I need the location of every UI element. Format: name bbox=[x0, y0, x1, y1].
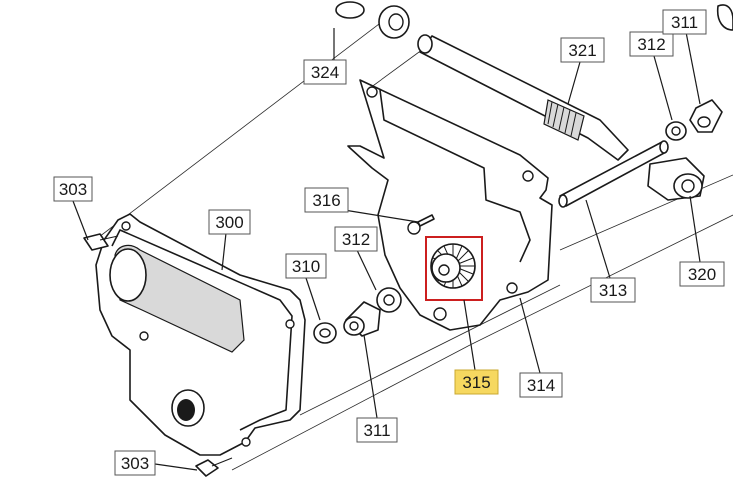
selected-part-frame bbox=[425, 236, 483, 301]
part-314-mounting-plate bbox=[347, 79, 553, 331]
part-320-flange-bushing bbox=[647, 157, 705, 201]
callout-313: 313 bbox=[590, 277, 636, 303]
part-313-pin bbox=[558, 140, 669, 208]
callout-312-left: 312 bbox=[334, 226, 378, 252]
part-303-screw-top bbox=[83, 233, 119, 251]
svg-text:303: 303 bbox=[121, 454, 149, 473]
part-316-small-pin bbox=[417, 214, 435, 227]
part-324-washer bbox=[335, 1, 410, 39]
part-311-bushing-left bbox=[343, 301, 381, 337]
callout-324: 324 bbox=[303, 59, 347, 85]
svg-text:316: 316 bbox=[312, 191, 340, 210]
callout-321: 321 bbox=[560, 37, 605, 63]
callout-311-right: 311 bbox=[662, 9, 707, 35]
part-310-washer bbox=[313, 322, 337, 344]
svg-text:312: 312 bbox=[342, 230, 370, 249]
svg-text:314: 314 bbox=[527, 376, 555, 395]
callout-314: 314 bbox=[519, 372, 563, 398]
callout-300: 300 bbox=[208, 209, 251, 235]
callout-303-bottom: 303 bbox=[114, 450, 156, 476]
part-303-screw-bottom bbox=[195, 457, 233, 477]
callout-315: 315 bbox=[454, 369, 499, 395]
part-312-washer-left bbox=[376, 287, 402, 313]
svg-text:320: 320 bbox=[688, 265, 716, 284]
callout-310: 310 bbox=[285, 253, 327, 279]
callout-303-top: 303 bbox=[53, 176, 93, 202]
part-315-gear bbox=[425, 236, 483, 301]
svg-text:303: 303 bbox=[59, 180, 87, 199]
callout-320: 320 bbox=[679, 261, 725, 287]
guide-lines bbox=[94, 7, 733, 471]
callout-316: 316 bbox=[304, 187, 349, 213]
part-312-washer-right bbox=[665, 121, 687, 141]
part-311-bushing-right bbox=[689, 4, 733, 133]
callout-312-right: 312 bbox=[629, 31, 674, 57]
svg-text:313: 313 bbox=[599, 281, 627, 300]
svg-text:324: 324 bbox=[311, 63, 339, 82]
svg-text:311: 311 bbox=[671, 13, 698, 32]
callout-311-left: 311 bbox=[356, 417, 398, 443]
part-321-worm-shaft bbox=[417, 34, 629, 161]
part-300-gear-housing bbox=[95, 213, 306, 456]
svg-text:310: 310 bbox=[292, 257, 320, 276]
svg-text:300: 300 bbox=[215, 213, 243, 232]
svg-text:311: 311 bbox=[363, 421, 390, 440]
svg-text:321: 321 bbox=[568, 41, 596, 60]
svg-text:312: 312 bbox=[637, 35, 665, 54]
leader-lines bbox=[72, 28, 701, 471]
svg-text:315: 315 bbox=[462, 373, 490, 392]
